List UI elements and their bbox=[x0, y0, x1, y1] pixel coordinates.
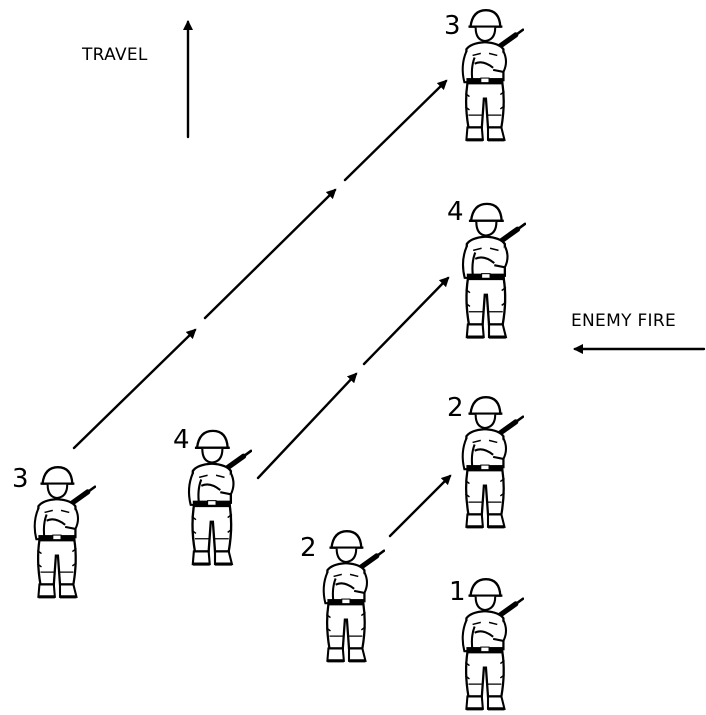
soldier-number: 3 bbox=[12, 464, 29, 494]
soldier-number: 3 bbox=[444, 11, 461, 41]
soldier-rear-2: 2 bbox=[300, 531, 384, 661]
enemy-fire-label: ENEMY FIRE bbox=[571, 311, 676, 331]
soldier-number: 2 bbox=[300, 533, 317, 563]
move-arrow-2 bbox=[390, 476, 450, 536]
soldier-front-3: 3 bbox=[444, 10, 523, 140]
soldier-front-2: 2 bbox=[447, 393, 523, 527]
soldier-number: 1 bbox=[449, 577, 466, 607]
travel-label: TRAVEL bbox=[81, 45, 148, 65]
soldier-number: 4 bbox=[447, 197, 464, 227]
move-arrow-4 bbox=[258, 278, 448, 478]
soldier-front-4: 4 bbox=[447, 197, 525, 337]
soldier-rear-3: 3 bbox=[12, 464, 95, 597]
soldier-rear-4: 4 bbox=[173, 425, 251, 564]
soldier-front-1: 1 bbox=[449, 577, 523, 709]
soldier-number: 4 bbox=[173, 425, 190, 455]
move-arrow-3 bbox=[74, 81, 446, 448]
soldier-number: 2 bbox=[447, 393, 464, 423]
